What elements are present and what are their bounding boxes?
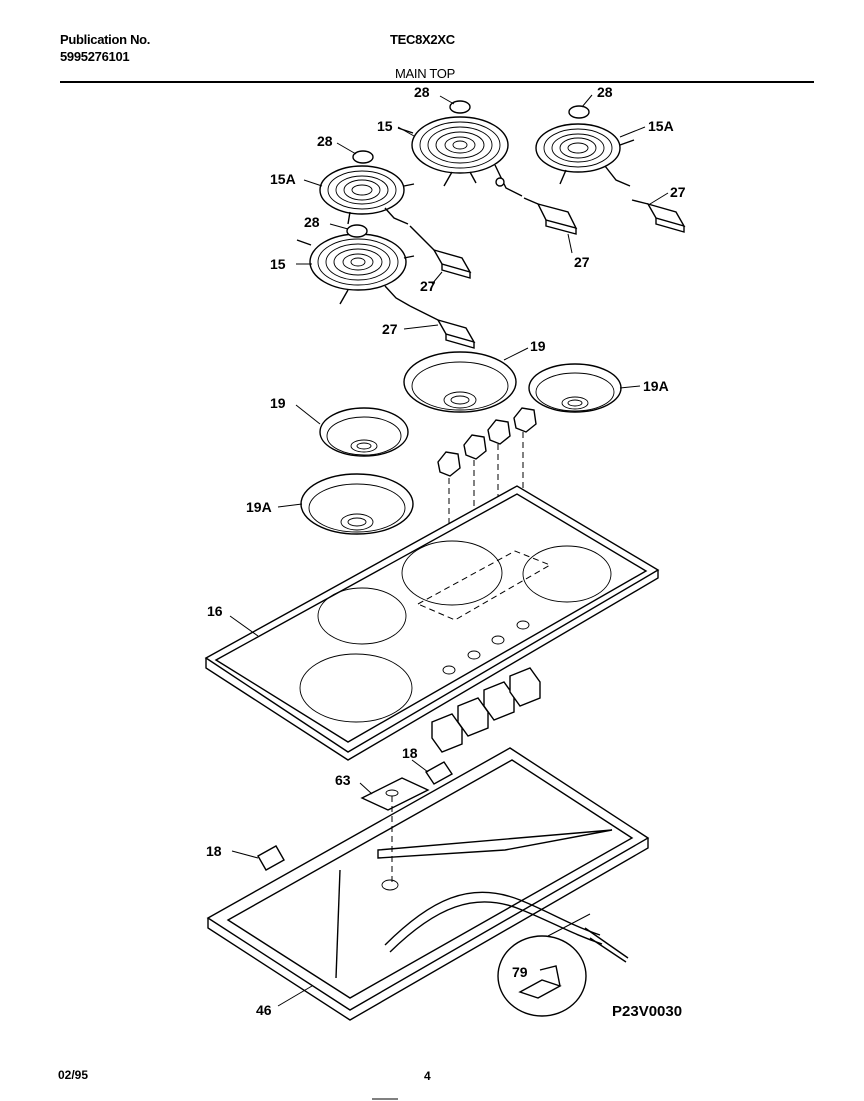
model-number: TEC8X2XC [390, 32, 455, 47]
receptacle-27-a [523, 197, 578, 235]
callout-18-a: 18 [402, 745, 418, 761]
callout-28-d: 28 [304, 214, 320, 230]
section-title: MAIN TOP [395, 66, 455, 81]
callout-28-c: 28 [317, 133, 333, 149]
surface-element-15-front [296, 233, 415, 307]
surface-element-15-rear [397, 116, 523, 197]
drip-bowl-19-left [319, 407, 409, 457]
surface-element-15A-rear [535, 123, 635, 187]
callout-63: 63 [335, 772, 351, 788]
callout-28-a: 28 [414, 84, 430, 100]
callout-27-d: 27 [382, 321, 398, 337]
bracket-18-rear [424, 761, 454, 785]
control-knobs [437, 407, 537, 477]
footer-date: 02/95 [58, 1068, 88, 1082]
receptacle-27-c [409, 225, 472, 279]
publication-label: Publication No. [60, 32, 151, 47]
header-rule [60, 81, 814, 83]
bracket-63 [360, 777, 430, 811]
main-top-16 [204, 485, 660, 761]
callout-46: 46 [256, 1002, 272, 1018]
callout-27-c: 27 [420, 278, 436, 294]
publication-number: 5995276101 [60, 49, 130, 64]
callout-19-a: 19 [530, 338, 546, 354]
callout-27-a: 27 [670, 184, 686, 200]
drip-bowl-19-rear [403, 351, 517, 413]
callout-18-b: 18 [206, 843, 222, 859]
callout-16: 16 [207, 603, 223, 619]
infinite-switches [431, 667, 541, 753]
drip-bowl-19A-front [300, 473, 414, 535]
receptacle-27-d [409, 305, 476, 349]
callout-15A-a: 15A [648, 118, 674, 134]
callout-28-b: 28 [597, 84, 613, 100]
clip-79-inset [497, 935, 587, 1017]
drip-bowl-19A-rear [528, 363, 622, 413]
surface-element-15A-left [319, 165, 415, 225]
callout-15A-b: 15A [270, 171, 296, 187]
callout-27-b: 27 [574, 254, 590, 270]
callout-79: 79 [512, 964, 528, 980]
drawing-number: P23V0030 [612, 1003, 682, 1020]
element-plug-28-a [449, 100, 471, 114]
element-plug-28-c [352, 150, 374, 164]
callout-19A-a: 19A [643, 378, 669, 394]
callout-19-b: 19 [270, 395, 286, 411]
footer-page: 4 [424, 1069, 431, 1083]
bracket-18-left [257, 845, 285, 871]
element-plug-28-b [568, 105, 590, 119]
callout-15-a: 15 [377, 118, 393, 134]
callout-15-b: 15 [270, 256, 286, 272]
callout-19A-b: 19A [246, 499, 272, 515]
element-plug-28-d [346, 224, 368, 238]
receptacle-27-b [631, 199, 686, 233]
